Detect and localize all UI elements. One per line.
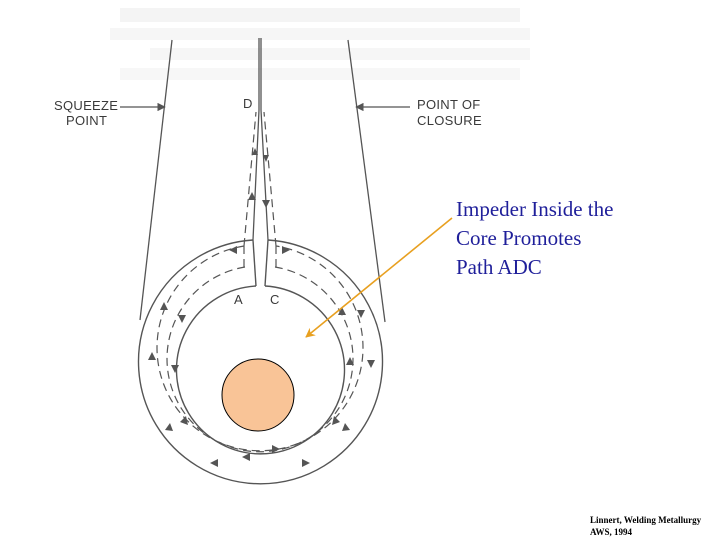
point-of-closure-label-line1: POINT OF xyxy=(417,97,481,112)
impeder-core xyxy=(221,358,295,432)
squeeze-point-label-line2: POINT xyxy=(66,113,107,128)
annotation-line-1: Impeder Inside the xyxy=(456,197,613,221)
point-of-closure-label-line2: CLOSURE xyxy=(417,113,482,128)
background-ghost-text xyxy=(110,8,530,80)
weld-vee-right xyxy=(260,38,269,241)
current-direction-arrows xyxy=(148,148,375,467)
annotation-arrow xyxy=(305,217,453,338)
point-c-label: C xyxy=(270,292,280,307)
weld-vee-left xyxy=(252,38,260,241)
citation-line-1: Linnert, Welding Metallurgy xyxy=(590,515,702,525)
annotation-line-2: Core Promotes xyxy=(456,226,581,250)
current-path xyxy=(156,111,364,453)
tube-right-edge xyxy=(347,39,386,323)
tube-inner-wall xyxy=(175,285,346,455)
point-d-label: D xyxy=(243,96,253,111)
citation-line-2: AWS, 1994 xyxy=(590,527,633,537)
annotation-line-3: Path ADC xyxy=(456,255,542,279)
seam-left-face xyxy=(252,239,257,287)
point-a-label: A xyxy=(234,292,243,307)
tube-outer-wall xyxy=(137,239,384,485)
seam-right-face xyxy=(264,239,269,287)
squeeze-point-label-line1: SQUEEZE xyxy=(54,98,118,113)
tube-left-edge xyxy=(139,39,173,321)
